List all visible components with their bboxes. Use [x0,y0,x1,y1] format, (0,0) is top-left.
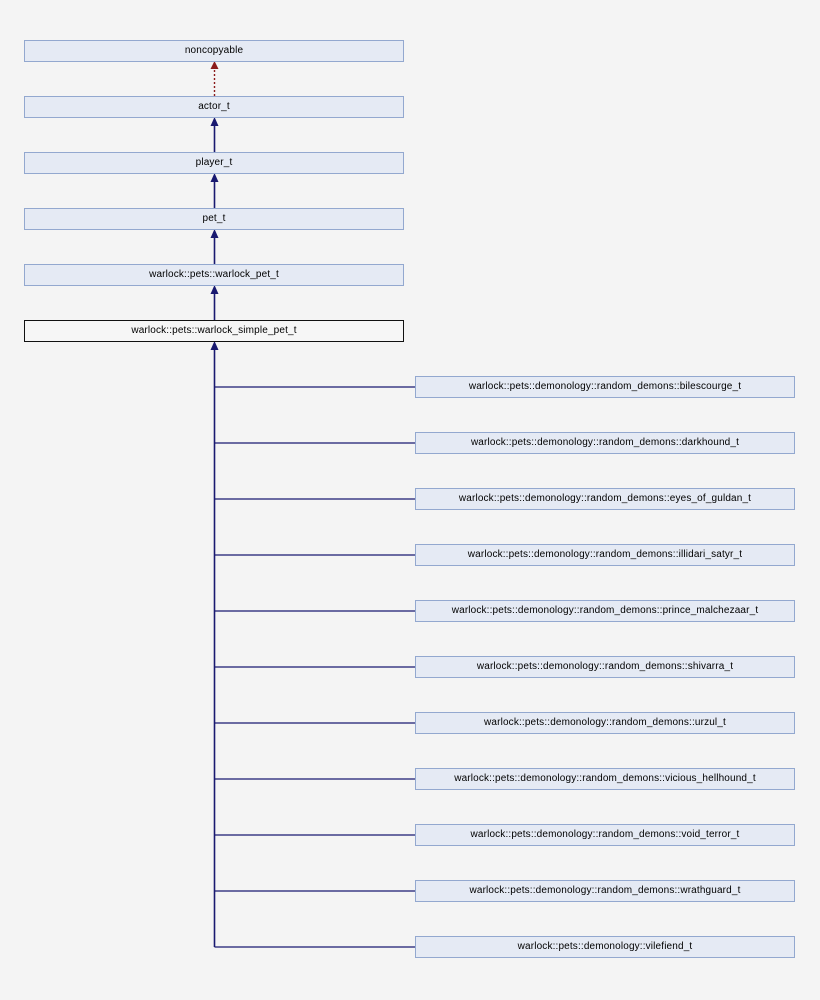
class-node-label: warlock::pets::demonology::random_demons… [470,829,740,840]
class-node-actor-t[interactable]: actor_t [24,96,404,118]
class-node-warlock-simple-pet-t[interactable]: warlock::pets::warlock_simple_pet_t [24,320,404,342]
class-node-prince-malchezaar-t[interactable]: warlock::pets::demonology::random_demons… [415,600,795,622]
class-node-player-t[interactable]: player_t [24,152,404,174]
class-node-pet-t[interactable]: pet_t [24,208,404,230]
edge-simplepet-to-warlockpet [210,285,219,320]
class-node-warlock-pet-t[interactable]: warlock::pets::warlock_pet_t [24,264,404,286]
class-node-vilefiend-t[interactable]: warlock::pets::demonology::vilefiend_t [415,936,795,958]
class-node-bilescourge-t[interactable]: warlock::pets::demonology::random_demons… [415,376,795,398]
edge-pet-to-player [210,173,219,208]
class-node-label: warlock::pets::demonology::random_demons… [468,381,742,392]
class-node-label: actor_t [198,101,230,112]
class-node-label: warlock::pets::warlock_simple_pet_t [131,325,297,336]
edge-derived-trunk [210,341,219,947]
class-node-label: warlock::pets::warlock_pet_t [149,269,279,280]
edge-player-to-actor [210,117,219,152]
class-node-label: warlock::pets::demonology::random_demons… [458,493,752,504]
edge-warlockpet-to-pet [210,229,219,264]
class-node-void-terror-t[interactable]: warlock::pets::demonology::random_demons… [415,824,795,846]
class-node-label: warlock::pets::demonology::random_demons… [469,885,741,896]
class-node-label: warlock::pets::demonology::random_demons… [467,549,743,560]
class-node-eyes-of-guldan-t[interactable]: warlock::pets::demonology::random_demons… [415,488,795,510]
class-node-noncopyable[interactable]: noncopyable [24,40,404,62]
class-node-label: warlock::pets::demonology::vilefiend_t [517,941,693,952]
class-node-label: warlock::pets::demonology::random_demons… [451,605,759,616]
class-node-label: noncopyable [184,45,244,56]
class-node-label: pet_t [202,213,226,224]
class-node-label: player_t [195,157,233,168]
class-node-illidari-satyr-t[interactable]: warlock::pets::demonology::random_demons… [415,544,795,566]
class-node-label: warlock::pets::demonology::random_demons… [476,661,734,672]
class-node-darkhound-t[interactable]: warlock::pets::demonology::random_demons… [415,432,795,454]
class-node-wrathguard-t[interactable]: warlock::pets::demonology::random_demons… [415,880,795,902]
class-node-vicious-hellhound-t[interactable]: warlock::pets::demonology::random_demons… [415,768,795,790]
class-node-label: warlock::pets::demonology::random_demons… [484,717,726,728]
class-node-label: warlock::pets::demonology::random_demons… [470,437,740,448]
class-node-shivarra-t[interactable]: warlock::pets::demonology::random_demons… [415,656,795,678]
class-node-urzul-t[interactable]: warlock::pets::demonology::random_demons… [415,712,795,734]
edge-actor-to-noncopyable [210,61,219,96]
class-node-label: warlock::pets::demonology::random_demons… [454,773,756,784]
